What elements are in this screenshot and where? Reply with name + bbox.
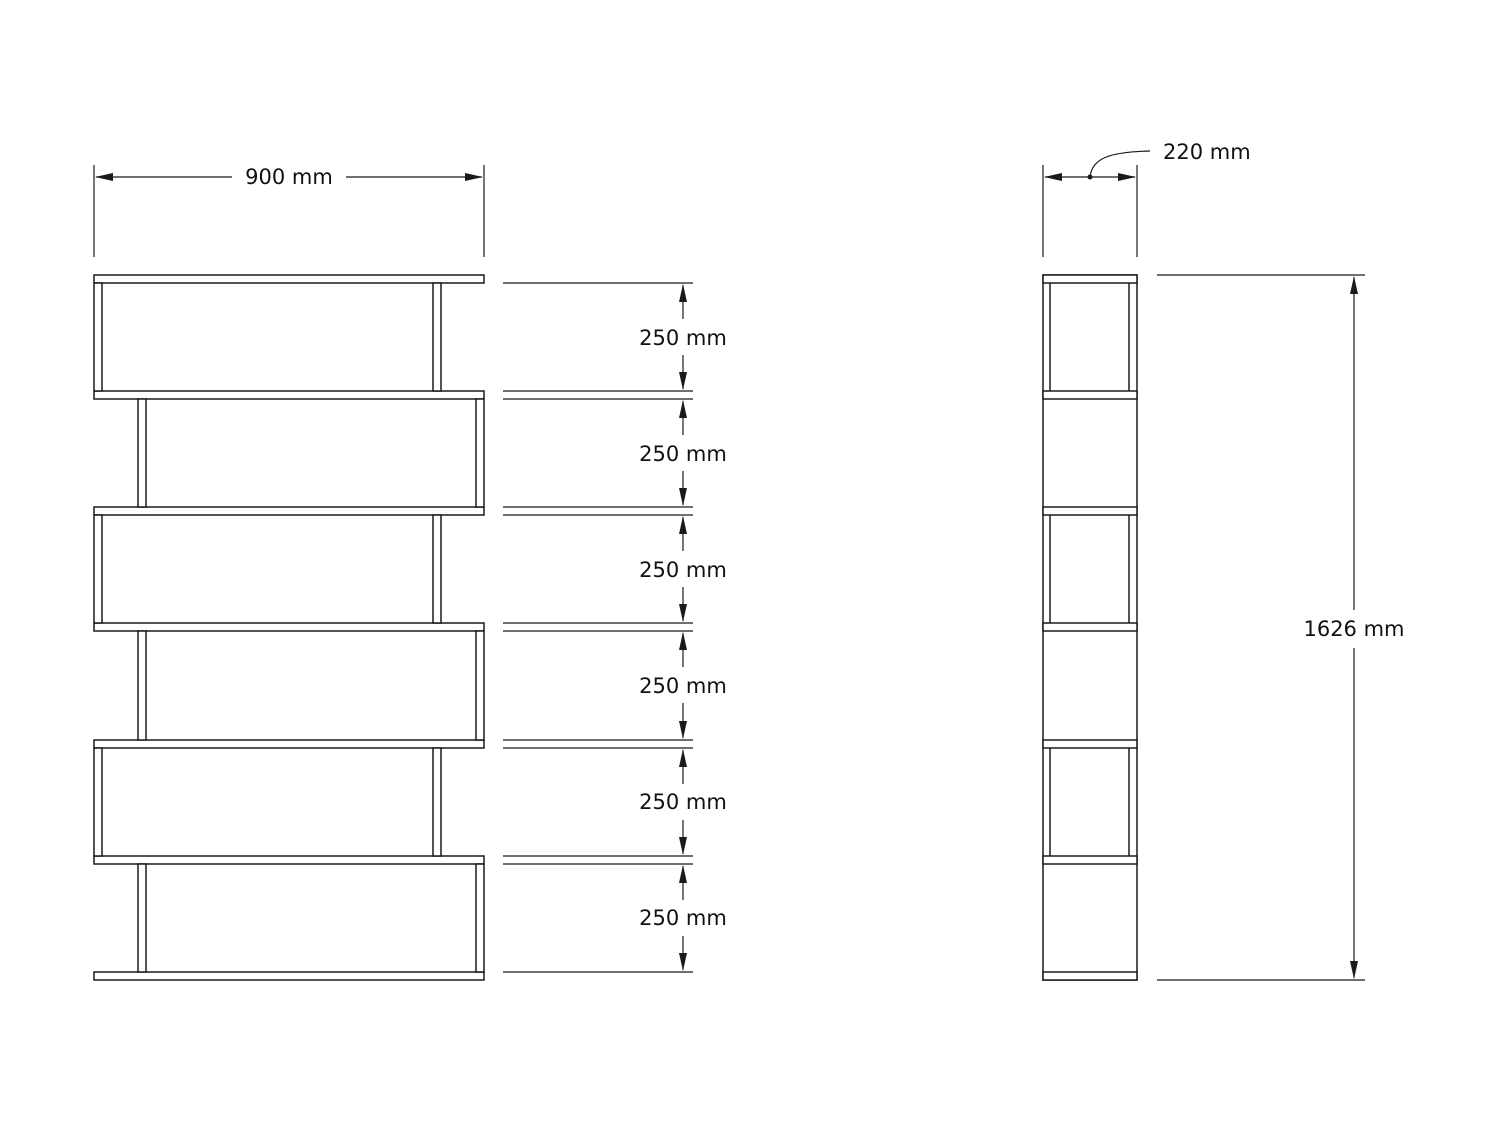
shelf-spacing-dimensions: 250 mm 250 mm 250 mm 250 mm 250 mm 250 m… bbox=[503, 282, 727, 973]
arrow-up-icon bbox=[679, 284, 687, 302]
arrow-down-icon bbox=[679, 953, 687, 971]
arrow-down-icon bbox=[679, 837, 687, 855]
shelf-board bbox=[1042, 855, 1138, 865]
shelf-board bbox=[93, 390, 485, 400]
side-view bbox=[1042, 274, 1138, 981]
shelf-board bbox=[93, 855, 485, 865]
shelf-gap-label: 250 mm bbox=[639, 558, 727, 582]
shelf-board bbox=[1042, 274, 1138, 284]
divider-panel bbox=[432, 747, 442, 857]
arrow-up-icon bbox=[679, 400, 687, 418]
arrow-up-icon bbox=[1350, 276, 1358, 294]
shelf-board bbox=[93, 274, 485, 284]
shelf-board bbox=[93, 506, 485, 516]
divider-panel bbox=[137, 398, 147, 508]
height-label: 1626 mm bbox=[1303, 617, 1404, 641]
divider-panel bbox=[432, 514, 442, 624]
divider-panel bbox=[137, 630, 147, 741]
arrow-up-icon bbox=[679, 749, 687, 767]
arrow-right-icon bbox=[465, 173, 483, 181]
width-dimension: 900 mm bbox=[93, 165, 485, 257]
shelf-board bbox=[93, 971, 485, 981]
arrow-up-icon bbox=[679, 516, 687, 534]
arrow-left-icon bbox=[1044, 173, 1062, 181]
width-label: 900 mm bbox=[245, 165, 333, 189]
arrow-down-icon bbox=[679, 372, 687, 390]
arrow-down-icon bbox=[1350, 961, 1358, 979]
arrow-up-icon bbox=[679, 865, 687, 883]
shelf-gap-label: 250 mm bbox=[639, 326, 727, 350]
shelf-board bbox=[93, 739, 485, 749]
arrow-left-icon bbox=[95, 173, 113, 181]
arrow-down-icon bbox=[679, 488, 687, 506]
side-panel bbox=[475, 863, 485, 973]
depth-label: 220 mm bbox=[1163, 140, 1251, 164]
side-panel bbox=[475, 398, 485, 508]
shelf-board bbox=[1042, 506, 1138, 516]
divider-panel bbox=[137, 863, 147, 973]
leader-line bbox=[1089, 150, 1151, 178]
side-panel bbox=[93, 747, 103, 857]
divider-panel bbox=[432, 282, 442, 392]
shelf-gap-label: 250 mm bbox=[639, 790, 727, 814]
front-view bbox=[93, 274, 485, 981]
side-panel bbox=[475, 630, 485, 741]
shelf-board bbox=[1042, 390, 1138, 400]
shelf-board bbox=[1042, 971, 1138, 981]
arrow-right-icon bbox=[1118, 173, 1136, 181]
depth-dimension: 220 mm bbox=[1042, 140, 1251, 257]
arrow-up-icon bbox=[679, 632, 687, 650]
shelf-gap-label: 250 mm bbox=[639, 442, 727, 466]
shelf-gap-label: 250 mm bbox=[639, 674, 727, 698]
shelf-board bbox=[93, 622, 485, 632]
shelf-board bbox=[1042, 622, 1138, 632]
side-panel bbox=[93, 282, 103, 392]
shelf-board bbox=[1042, 739, 1138, 749]
side-panel bbox=[93, 514, 103, 624]
height-dimension: 1626 mm bbox=[1157, 274, 1405, 981]
arrow-down-icon bbox=[679, 721, 687, 739]
arrow-down-icon bbox=[679, 604, 687, 622]
shelf-gap-label: 250 mm bbox=[639, 906, 727, 930]
